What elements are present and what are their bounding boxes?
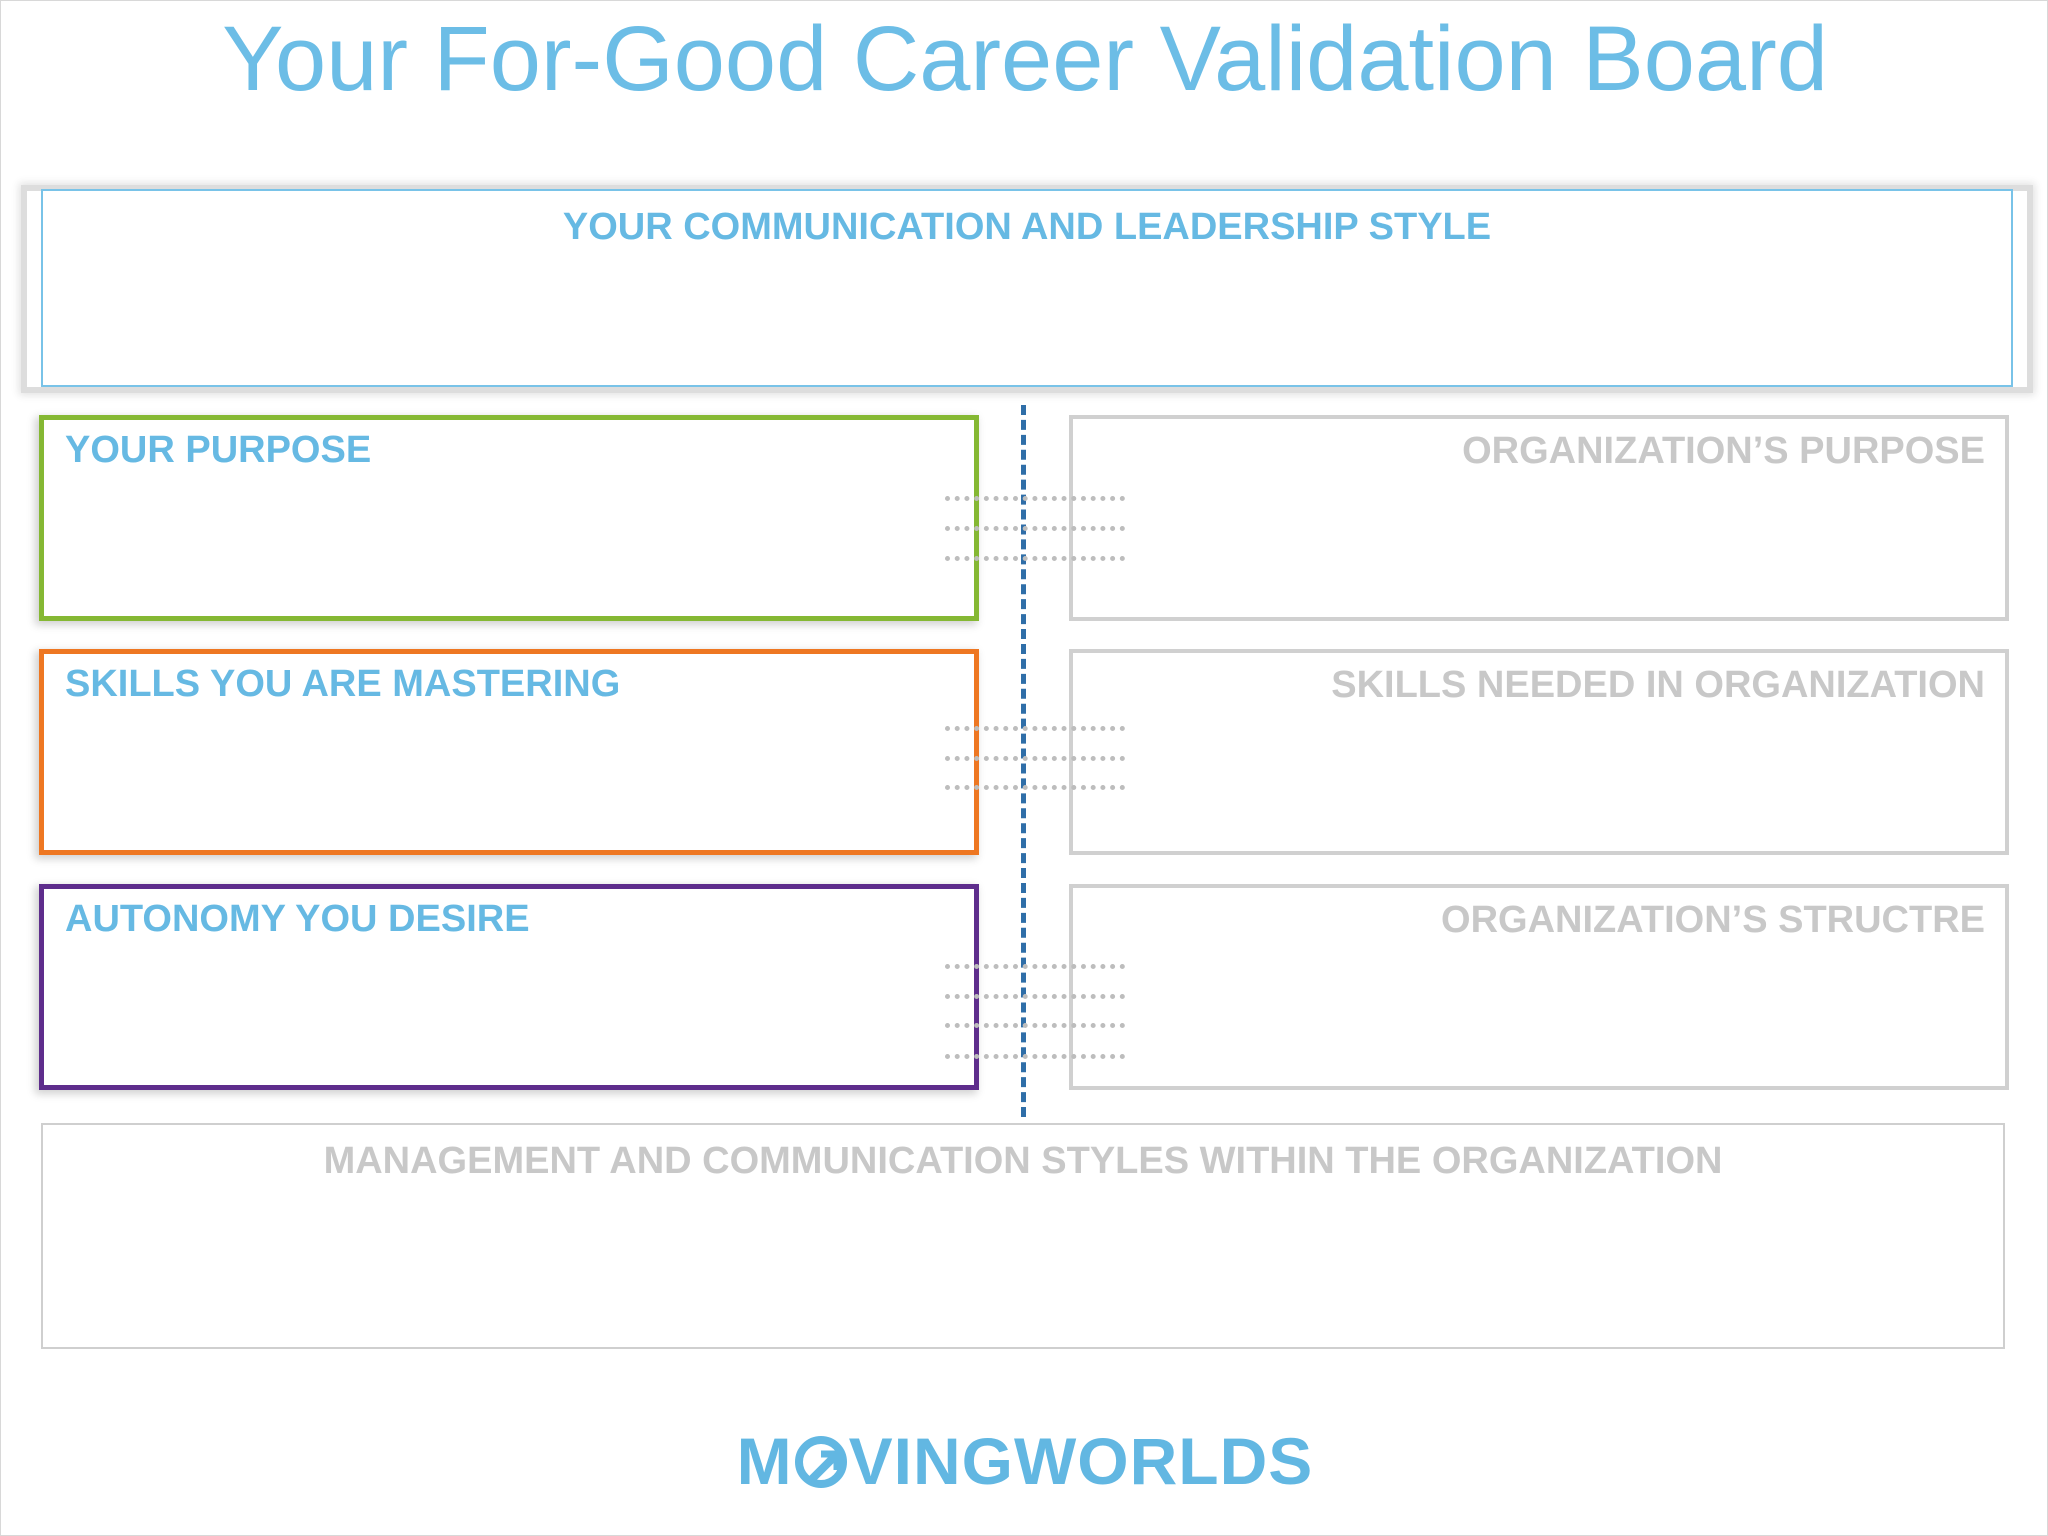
your-purpose-box[interactable]: YOUR PURPOSE: [39, 415, 979, 621]
connector-dots: [945, 756, 1125, 761]
organization-structure-label: ORGANIZATION’S STRUCTRE: [1441, 899, 1985, 941]
connector-dots: [945, 1054, 1125, 1059]
your-purpose-label: YOUR PURPOSE: [65, 429, 372, 471]
connector-dots: [945, 1023, 1125, 1028]
communication-style-box[interactable]: YOUR COMMUNICATION AND LEADERSHIP STYLE: [41, 189, 2013, 387]
skills-mastering-box[interactable]: SKILLS YOU ARE MASTERING: [39, 649, 979, 855]
logo-o-icon: [794, 1436, 847, 1488]
organization-purpose-label: ORGANIZATION’S PURPOSE: [1462, 430, 1985, 472]
connector-dots: [945, 994, 1125, 999]
connector-dots: [945, 496, 1125, 501]
organization-skills-box[interactable]: SKILLS NEEDED IN ORGANIZATION: [1069, 649, 2009, 855]
management-styles-label: MANAGEMENT AND COMMUNICATION STYLES WITH…: [323, 1140, 1723, 1182]
organization-purpose-box[interactable]: ORGANIZATION’S PURPOSE: [1069, 415, 2009, 621]
page-title: Your For-Good Career Validation Board: [222, 8, 1828, 110]
organization-structure-box[interactable]: ORGANIZATION’S STRUCTRE: [1069, 884, 2009, 1090]
connector-dots: [945, 785, 1125, 790]
management-styles-box[interactable]: MANAGEMENT AND COMMUNICATION STYLES WITH…: [41, 1123, 2005, 1349]
organization-skills-label: SKILLS NEEDED IN ORGANIZATION: [1331, 664, 1985, 706]
autonomy-desire-label: AUTONOMY YOU DESIRE: [65, 898, 530, 940]
movingworlds-logo: M VINGWORLDS: [1, 1421, 2048, 1501]
connector-dots: [945, 556, 1125, 561]
autonomy-desire-box[interactable]: AUTONOMY YOU DESIRE: [39, 884, 979, 1090]
communication-style-label: YOUR COMMUNICATION AND LEADERSHIP STYLE: [562, 206, 1492, 248]
connector-dots: [945, 726, 1125, 731]
connector-dots: [945, 526, 1125, 531]
center-divider: [1021, 405, 1026, 1117]
logo-text-start: M: [736, 1424, 793, 1498]
connector-dots: [945, 964, 1125, 969]
skills-mastering-label: SKILLS YOU ARE MASTERING: [65, 663, 621, 705]
logo-text-end: VINGWORLDS: [848, 1424, 1314, 1498]
